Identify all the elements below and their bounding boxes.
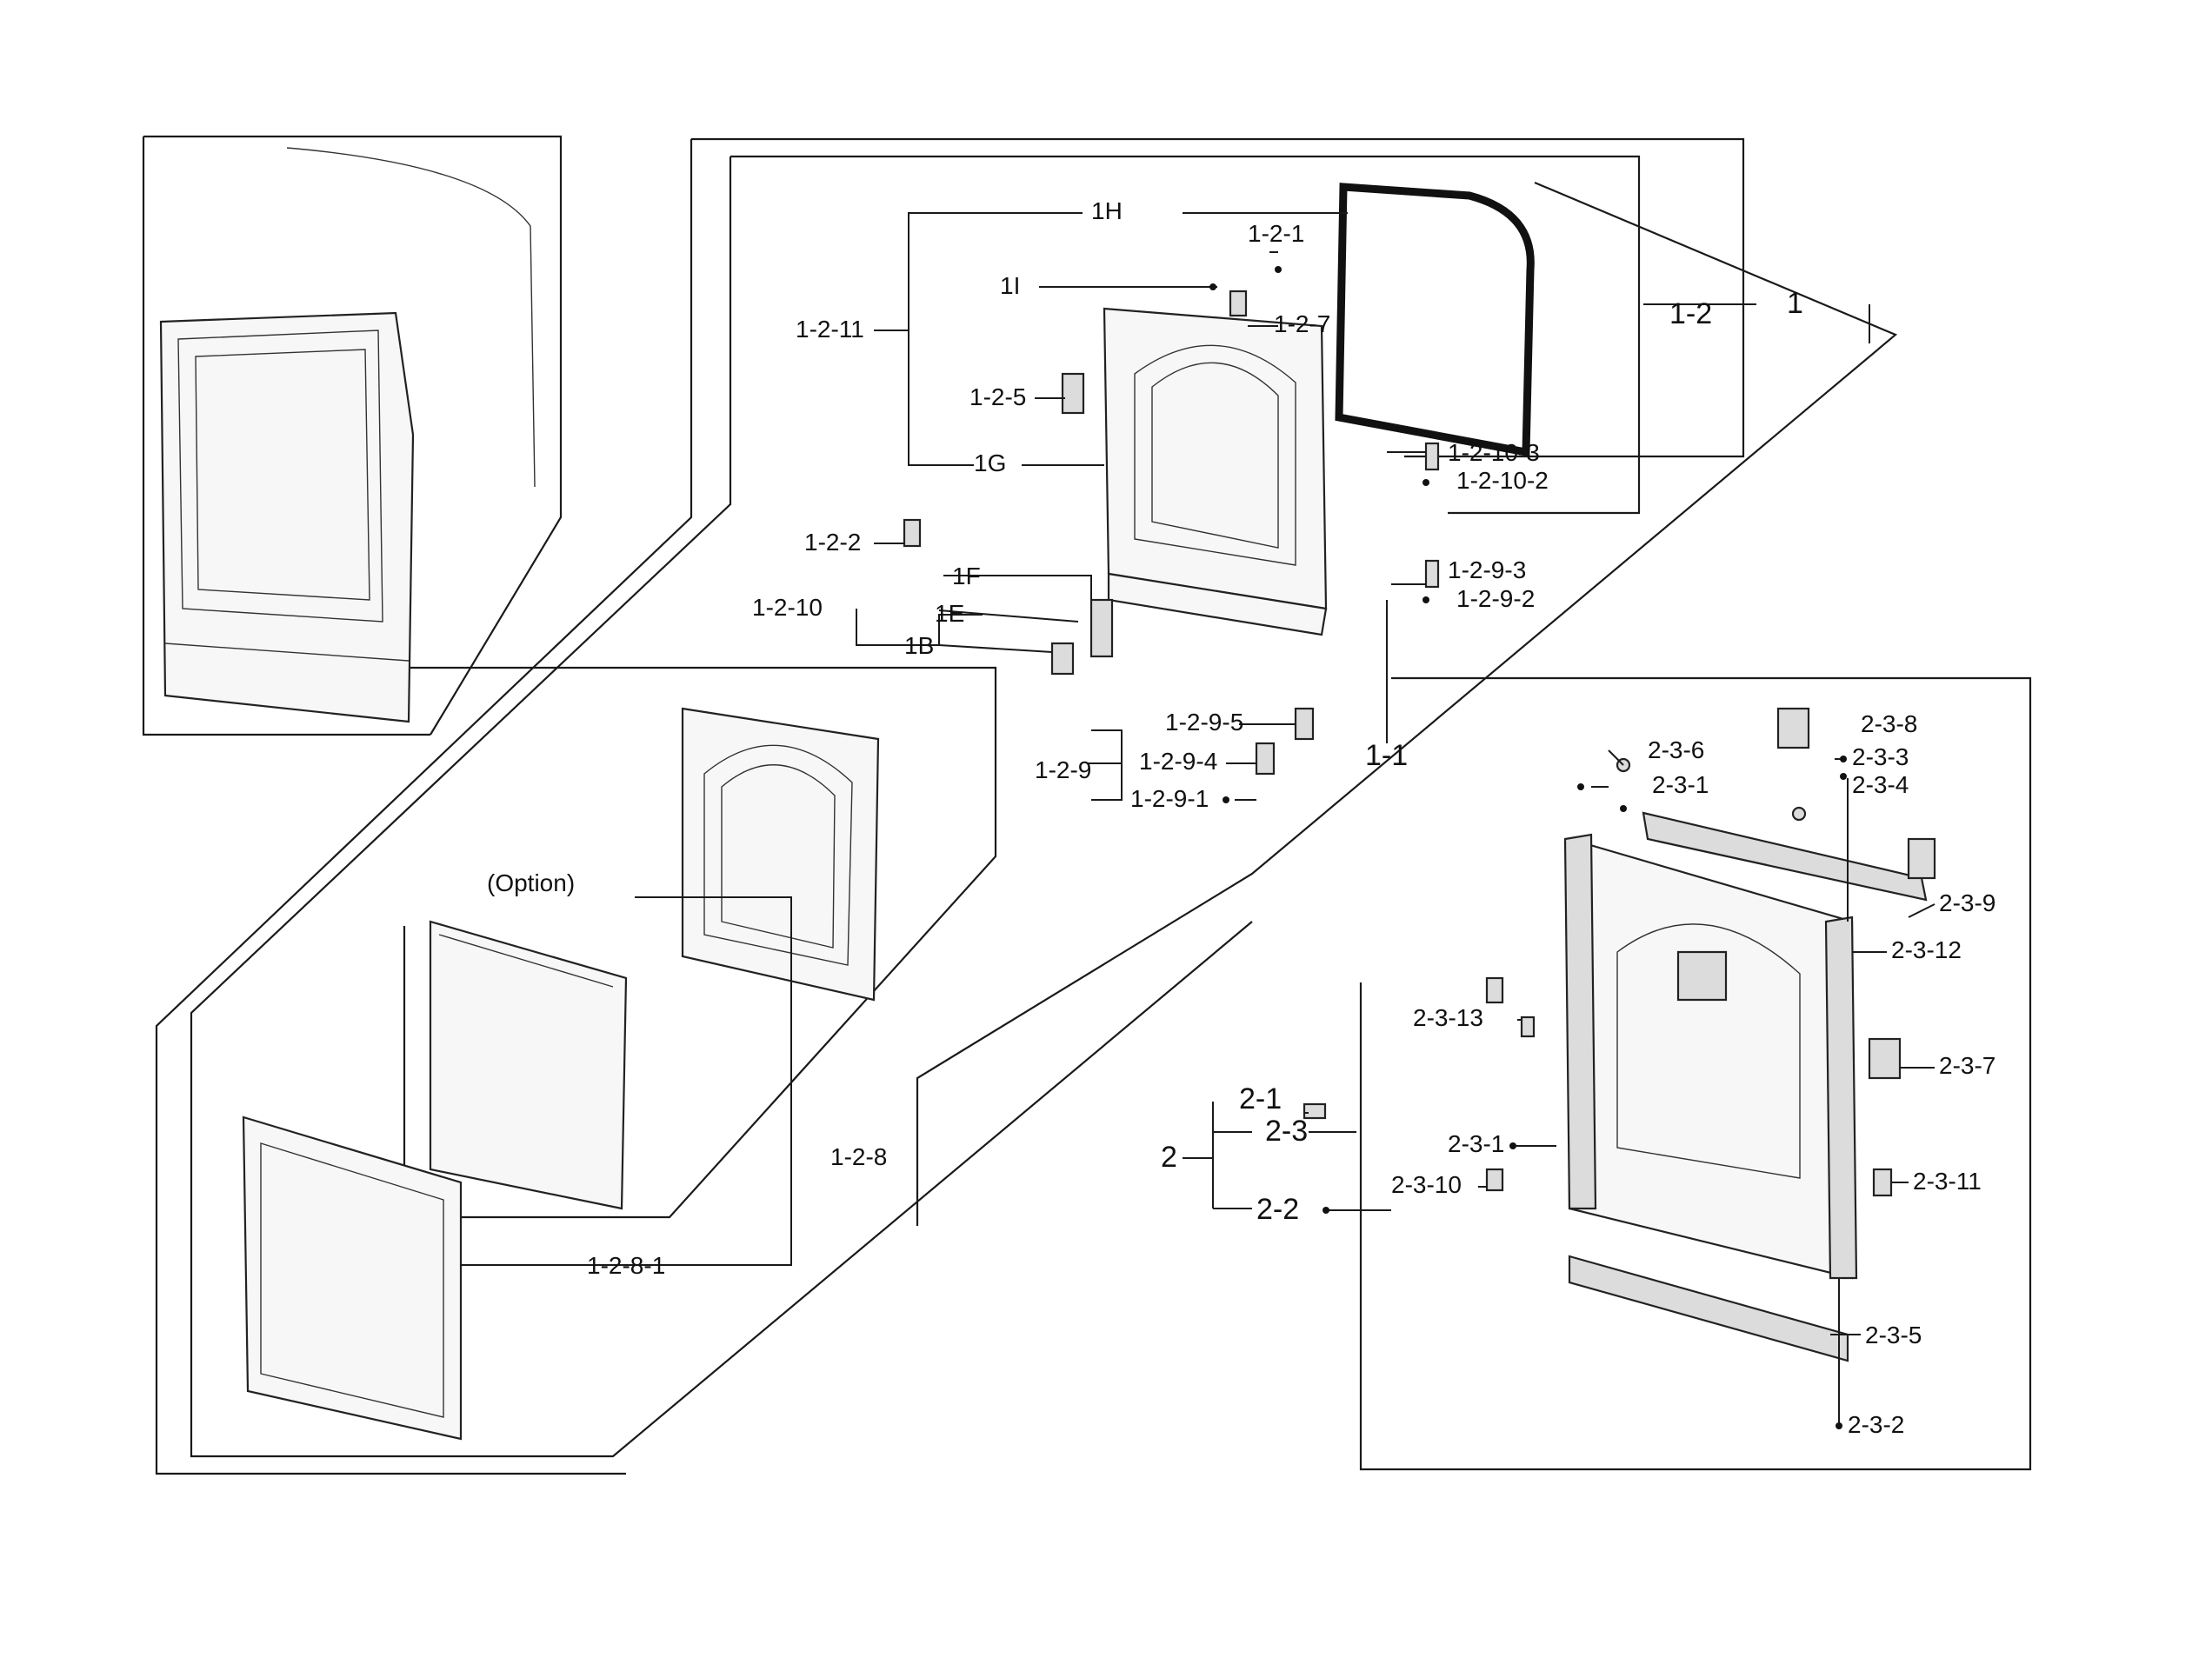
label-2-3: 2-3 — [1265, 1115, 1308, 1148]
label-2-3-9: 2-3-9 — [1939, 889, 1995, 916]
label-1-2-9-3: 1-2-9-3 — [1448, 556, 1526, 583]
label-1-2-1: 1-2-1 — [1248, 220, 1304, 247]
leader-dots — [1209, 266, 1847, 1429]
label-1F: 1F — [952, 563, 981, 589]
label-2: 2 — [1161, 1141, 1177, 1174]
label-2-3-4: 2-3-4 — [1852, 771, 1909, 798]
label-2-3-8: 2-3-8 — [1861, 710, 1917, 737]
label-2-3-10: 2-3-10 — [1391, 1171, 1462, 1198]
label-1-2: 1-2 — [1669, 297, 1712, 330]
option-door-panel-front — [429, 920, 628, 1210]
label-1H: 1H — [1091, 197, 1123, 224]
label-1-2-8-1: 1-2-8-1 — [587, 1252, 665, 1279]
label-1-2-7: 1-2-7 — [1274, 310, 1330, 337]
label-2-3-6: 2-3-6 — [1648, 736, 1704, 763]
label-2-3-11: 2-3-11 — [1913, 1168, 1982, 1195]
rear-door-panel — [1563, 811, 1928, 1362]
label-2-3-1-top: 2-3-1 — [1652, 771, 1709, 798]
option-door-panel-outer — [242, 1115, 463, 1441]
label-option: (Option) — [487, 869, 575, 896]
label-1-1: 1-1 — [1365, 739, 1408, 772]
label-1I: 1I — [1000, 272, 1020, 299]
label-1-2-9-1: 1-2-9-1 — [1130, 785, 1209, 812]
label-1B: 1B — [904, 632, 934, 659]
label-2-3-1-bottom: 2-3-1 — [1448, 1130, 1504, 1157]
label-1G: 1G — [974, 449, 1006, 476]
label-2-3-13: 2-3-13 — [1413, 1004, 1483, 1031]
label-2-3-5: 2-3-5 — [1865, 1322, 1922, 1348]
option-door-panel-back — [681, 707, 880, 1002]
leader-lines — [461, 212, 1936, 1426]
label-1-2-9-2: 1-2-9-2 — [1456, 585, 1535, 612]
label-1-2-9-5: 1-2-9-5 — [1165, 709, 1243, 736]
label-1-2-10-3: 1-2-10-3 — [1448, 439, 1540, 466]
label-1-2-2: 1-2-2 — [804, 529, 861, 556]
label-2-3-12: 2-3-12 — [1891, 936, 1962, 963]
label-1-2-9-4: 1-2-9-4 — [1139, 748, 1217, 775]
complete-door-assembly — [159, 147, 536, 723]
hinges-and-small-parts — [903, 290, 1936, 1197]
door-frame-inner — [1103, 307, 1328, 636]
label-1: 1 — [1787, 287, 1803, 320]
label-1-2-8: 1-2-8 — [830, 1143, 887, 1170]
label-2-1: 2-1 — [1239, 1082, 1282, 1115]
label-1-2-11: 1-2-11 — [796, 316, 864, 343]
label-1-2-5: 1-2-5 — [969, 383, 1026, 410]
label-2-3-3: 2-3-3 — [1852, 743, 1909, 770]
label-2-3-2: 2-3-2 — [1848, 1411, 1904, 1438]
door-gasket — [1335, 183, 1535, 457]
label-1-2-10-2: 1-2-10-2 — [1456, 467, 1549, 494]
diagram-frames — [142, 135, 2032, 1475]
label-1-2-10: 1-2-10 — [752, 594, 823, 621]
label-1-2-9: 1-2-9 — [1035, 756, 1091, 783]
label-1E: 1E — [935, 600, 964, 627]
label-2-2: 2-2 — [1256, 1193, 1299, 1226]
label-2-3-7: 2-3-7 — [1939, 1052, 1995, 1079]
part-labels: 1 1-1 1-2 1H 1I 1G 1F 1E 1B 1-2-1 1-2-2 … — [487, 197, 1995, 1438]
